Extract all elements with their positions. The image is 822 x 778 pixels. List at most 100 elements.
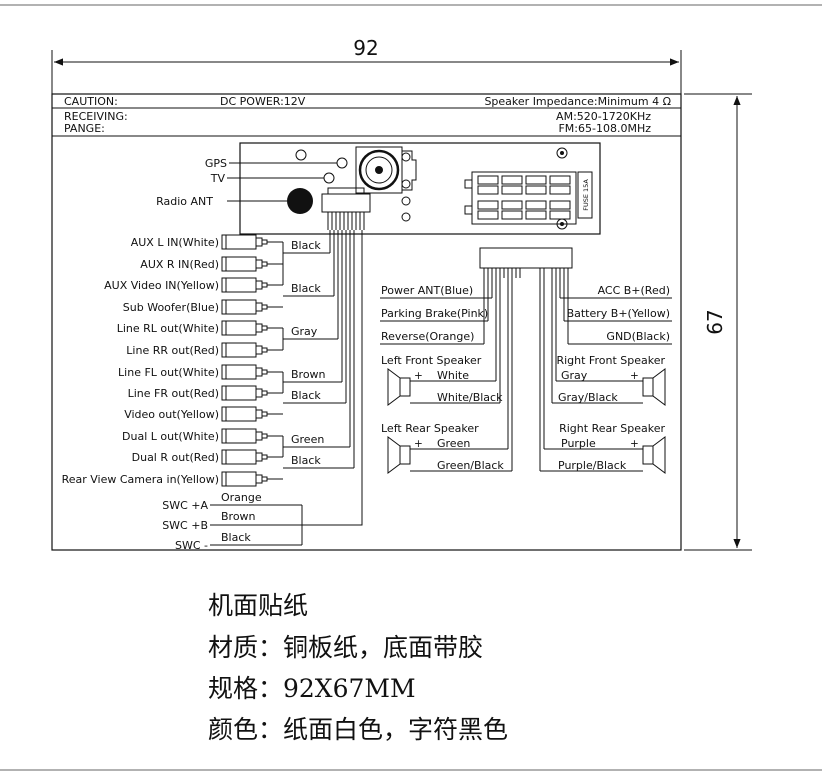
note-size: 规格：92X67MM <box>208 674 416 703</box>
right-harness-plug <box>479 247 573 269</box>
fan-icon <box>355 146 417 194</box>
rca-collar <box>255 345 263 355</box>
speaker-cone-icon <box>387 436 401 474</box>
speaker-minus-wire: Green/Black <box>437 459 504 472</box>
right-harness-label-left: Power ANT(Blue) <box>381 284 473 297</box>
speaker-plus-sign: + <box>414 370 423 382</box>
left-connector-label: Rear View Camera in(Yellow) <box>62 473 219 486</box>
speaker-minus-wire: Gray/Black <box>558 391 618 404</box>
rca-sleeve <box>261 369 268 375</box>
rca-plug <box>225 385 257 401</box>
swc-label: SWC - <box>175 539 208 552</box>
rca-tip <box>221 342 227 358</box>
rca-collar <box>255 280 263 290</box>
speaker-cone-icon <box>652 436 666 474</box>
left-wire-color-label: Green <box>291 433 324 446</box>
note-title: 机面贴纸 <box>208 591 308 620</box>
height-dimension: 67 <box>684 93 752 551</box>
note-color: 颜色：纸面白色，字符黑色 <box>208 715 508 744</box>
rca-sleeve <box>261 239 268 245</box>
rca-sleeve <box>261 261 268 267</box>
speaker-magnet <box>642 377 654 397</box>
rca-tip <box>221 428 227 444</box>
speaker-minus-sign: - <box>414 465 418 477</box>
speaker-cone-icon <box>652 368 666 406</box>
rca-sleeve <box>261 390 268 396</box>
iso-connector <box>464 171 577 225</box>
rca-collar <box>255 323 263 333</box>
rca-tip <box>221 320 227 336</box>
left-wire-color-label: Gray <box>291 325 318 338</box>
iso-pin <box>501 200 523 210</box>
rca-plug <box>225 406 257 422</box>
right-harness-label-right: GND(Black) <box>606 330 670 343</box>
gps-label: GPS <box>205 157 227 170</box>
left-connector-label: Dual L out(White) <box>122 430 219 443</box>
radio-ant-label: Radio ANT <box>156 195 213 208</box>
gps-port <box>336 157 348 169</box>
iso-pin <box>477 200 499 210</box>
rca-sleeve <box>261 347 268 353</box>
speaker-title: Left Rear Speaker <box>381 422 479 435</box>
left-connector-label: AUX Video IN(Yellow) <box>104 279 219 292</box>
range-label: PANGE: <box>64 122 105 135</box>
rca-collar <box>255 237 263 247</box>
rca-collar <box>255 302 263 312</box>
speaker-cone-icon <box>387 368 401 406</box>
speaker-minus-wire: White/Black <box>437 391 503 404</box>
rca-plug <box>225 342 257 358</box>
rca-plug <box>225 299 257 315</box>
tv-port <box>323 172 335 184</box>
am-range-label: AM:520-1720KHz <box>556 110 651 123</box>
rca-plug <box>225 428 257 444</box>
speaker-title: Left Front Speaker <box>381 354 482 367</box>
left-wire-color-label: Brown <box>291 368 326 381</box>
swc-label: SWC +A <box>162 499 208 512</box>
speaker-plus-wire: Purple <box>561 437 596 450</box>
rca-plug <box>225 449 257 465</box>
speaker-title: Right Rear Speaker <box>559 422 665 435</box>
rca-tip <box>221 385 227 401</box>
rca-sleeve <box>261 433 268 439</box>
speaker-magnet <box>399 445 411 465</box>
left-connector-label: Line RL out(White) <box>117 322 219 335</box>
speaker-impedance-label: Speaker Impedance:Minimum 4 Ω <box>484 95 671 108</box>
tv-label: TV <box>210 172 226 185</box>
height-value: 67 <box>703 309 727 334</box>
note-material: 材质：铜板纸，底面带胶 <box>208 633 483 662</box>
iso-pin <box>525 175 547 185</box>
swc-label: SWC +B <box>162 519 208 532</box>
rca-tip <box>221 299 227 315</box>
rca-collar <box>255 452 263 462</box>
left-wire-color-label: Black <box>291 239 321 252</box>
rca-tip <box>221 406 227 422</box>
head-unit: FUSE 15A <box>239 142 601 235</box>
rca-plug <box>225 320 257 336</box>
left-wire-color-label: Black <box>291 454 321 467</box>
caution-label: CAUTION: <box>64 95 118 108</box>
right-harness-wires: Power ANT(Blue)Parking Brake(Pink)Revers… <box>380 268 672 345</box>
rca-plug <box>225 234 257 250</box>
rca-sleeve <box>261 282 268 288</box>
receiving-label: RECEIVING: <box>64 110 128 123</box>
rca-plug <box>225 256 257 272</box>
rca-collar <box>255 388 263 398</box>
right-harness-label-right: ACC B+(Red) <box>598 284 670 297</box>
iso-pin <box>525 185 547 195</box>
speaker-minus-wire: Purple/Black <box>558 459 627 472</box>
rca-collar <box>255 259 263 269</box>
left-wire-color-label: Black <box>291 282 321 295</box>
rca-sleeve <box>261 454 268 460</box>
swc-wire-color-label: Black <box>221 531 251 544</box>
fuse <box>577 171 593 219</box>
iso-pin <box>549 175 571 185</box>
speaker-plus-wire: White <box>437 369 469 382</box>
iso-pin <box>549 185 571 195</box>
radio-ant-jack <box>287 188 313 214</box>
speaker-plus-sign: + <box>630 438 639 450</box>
rca-plug <box>225 471 257 487</box>
left-connector-label: Line RR out(Red) <box>126 344 219 357</box>
